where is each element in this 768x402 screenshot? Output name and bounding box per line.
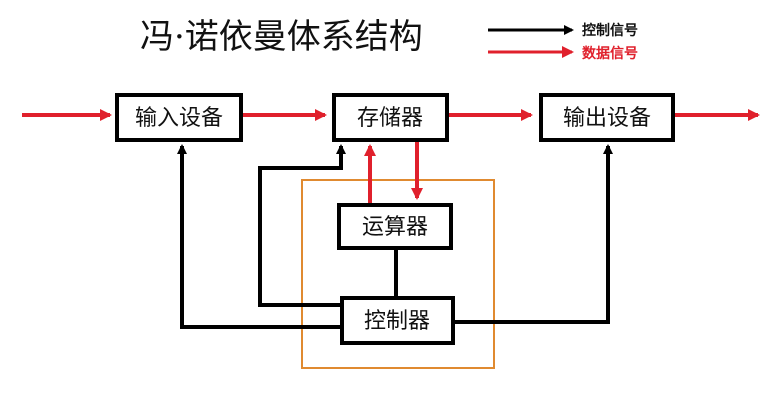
controller-to-output-line (453, 144, 613, 324)
box-input: 输入设备 (115, 93, 243, 142)
box-memory: 存储器 (332, 93, 449, 142)
control-signals (177, 144, 613, 329)
cpu-outline (301, 179, 495, 369)
box-memory-label: 存储器 (357, 106, 423, 131)
legend: 控制信号 数据信号 (488, 22, 638, 62)
legend-control-label: 控制信号 (582, 22, 638, 39)
box-controller-label: 控制器 (364, 309, 430, 334)
box-output-label: 输出设备 (563, 106, 651, 131)
data-signals (22, 109, 760, 205)
legend-data-label: 数据信号 (582, 45, 638, 62)
box-input-label: 输入设备 (135, 106, 223, 131)
box-controller: 控制器 (340, 296, 455, 345)
box-alu: 运算器 (337, 203, 453, 250)
diagram-title: 冯·诺依曼体系结构 (140, 17, 423, 57)
controller-to-memory-line (258, 144, 346, 307)
box-output: 输出设备 (539, 93, 675, 142)
controller-to-input-line (177, 144, 342, 329)
box-alu-label: 运算器 (362, 215, 428, 240)
